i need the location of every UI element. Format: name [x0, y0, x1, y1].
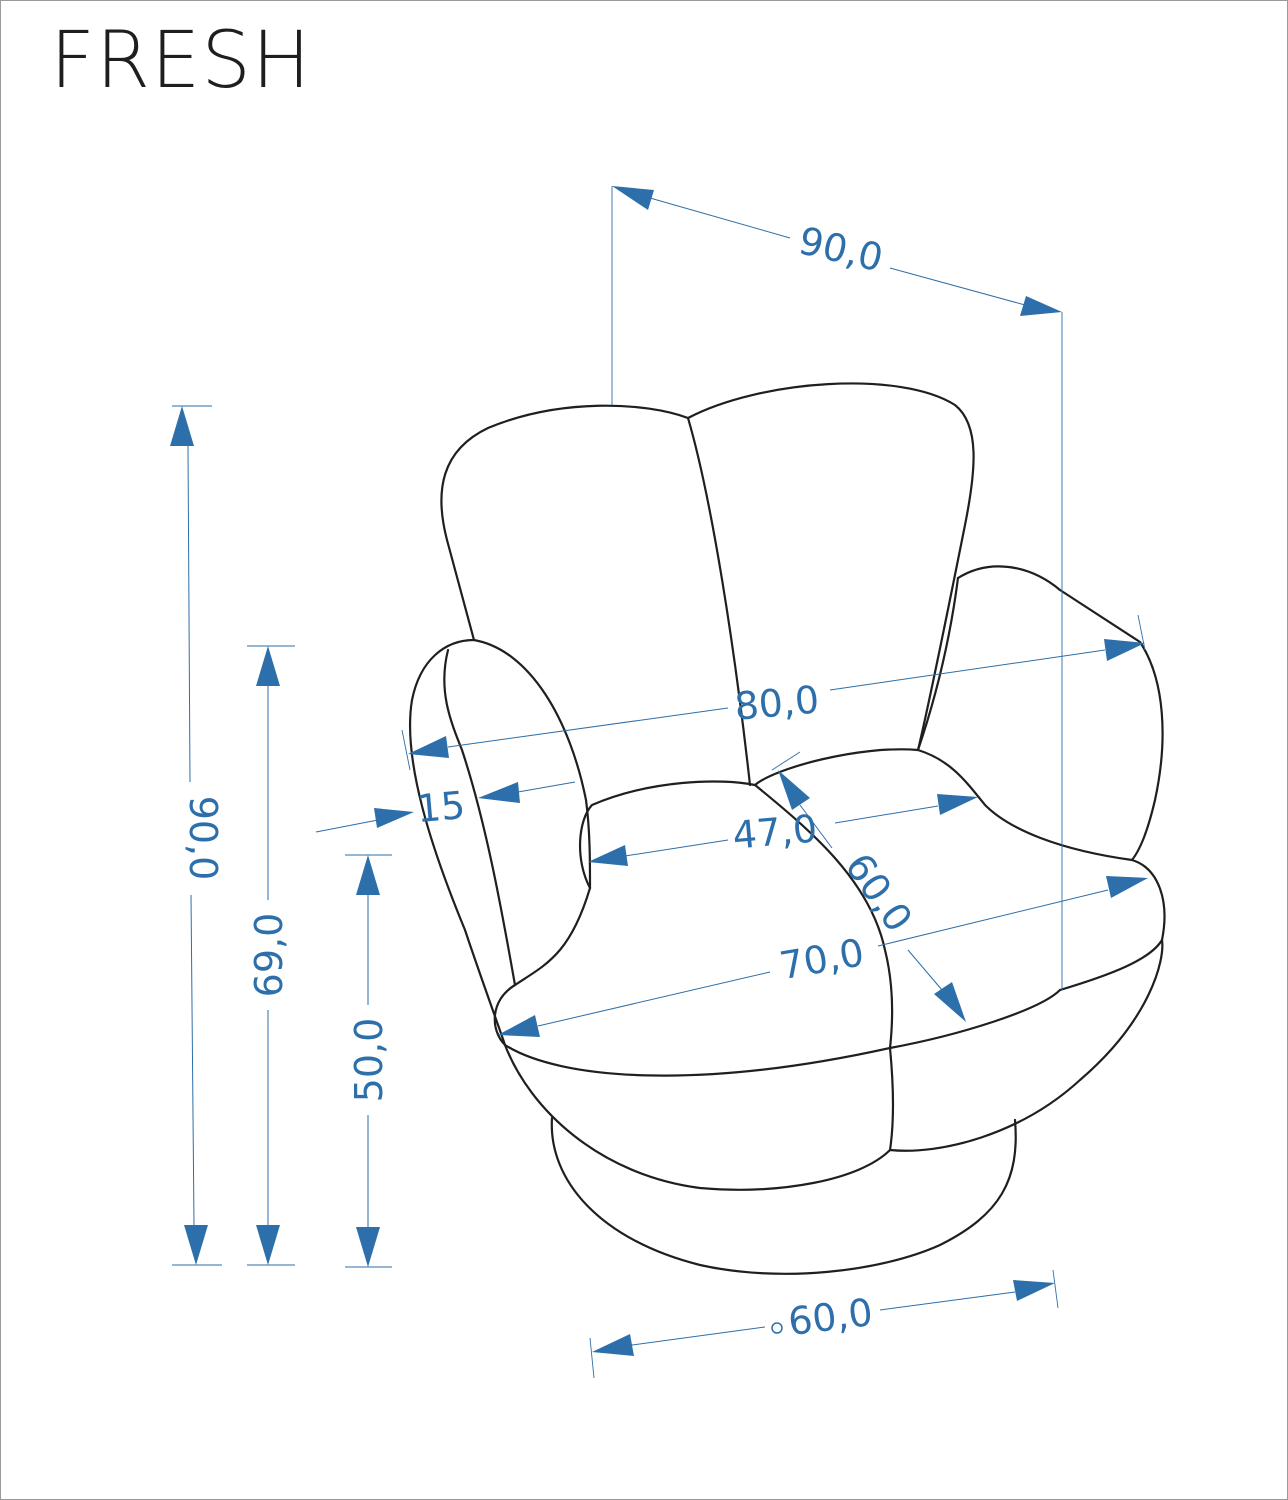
base-ext-right [1052, 1269, 1059, 1309]
seat-arrow-top [356, 855, 380, 895]
width-arrow-left [408, 736, 449, 758]
width-line-a [447, 707, 729, 748]
inner-width-line-b [834, 805, 939, 824]
arm-width-lead-right [517, 781, 576, 793]
right-seat-cushion [753, 748, 1134, 862]
armrest-height-label: 69,0 [247, 913, 291, 998]
chair-bowl [503, 938, 1164, 1191]
width-arrow-right [1104, 639, 1145, 661]
depth-line-a [649, 197, 791, 239]
swivel-base [550, 1116, 1017, 1275]
front-seat-top [493, 886, 1062, 1077]
width-label: 80,0 [733, 677, 821, 728]
depth-arrow-right [1020, 296, 1062, 316]
height-arrow-bottom [184, 1225, 208, 1265]
depth-line-b [889, 267, 1026, 306]
seat-depth-label: 60,0 [836, 845, 921, 940]
base-arrow-left [592, 1334, 634, 1356]
height-line-a [187, 445, 191, 783]
depth-label: 90,0 [795, 218, 887, 280]
arm-width-arrow-right [478, 782, 520, 803]
seat-width-arrow-left [498, 1015, 540, 1037]
dimension-lines: 90,0 90,0 69,0 50,0 [170, 186, 1148, 1379]
inner-width-arrow-right [937, 794, 978, 815]
left-back-petal [440, 404, 752, 787]
armrest-width-label: 15 [415, 783, 467, 831]
arm-width-arrow-left [374, 808, 414, 828]
right-armrest [956, 565, 1166, 992]
bowl-seam [888, 1046, 895, 1152]
base-arrow-right [1013, 1280, 1055, 1301]
seat-width-arrow-right [1106, 876, 1148, 898]
seat-depth-arrow-top [778, 770, 810, 810]
arm-width-lead-left [315, 819, 379, 833]
left-armrest-outer [408, 638, 507, 1047]
inner-width-arrow-left [588, 845, 628, 866]
inner-seat-width-label: 47,0 [731, 806, 819, 857]
arm-arrow-bottom [256, 1225, 280, 1265]
width-line-b [829, 649, 1106, 691]
seat-depth-line-a [799, 804, 833, 849]
height-arrow-top [170, 406, 194, 446]
depth-arrow-left [612, 186, 654, 210]
base-line-b [879, 1291, 1016, 1311]
base-ext-left [589, 1337, 595, 1379]
seat-height-label: 50,0 [347, 1018, 391, 1103]
diameter-symbol-icon [771, 1322, 783, 1334]
seat-width-line-b [877, 889, 1109, 947]
base-line-a [631, 1326, 766, 1346]
seat-width-label: 70,0 [776, 930, 867, 988]
width-ext-right [1137, 614, 1146, 651]
seat-arrow-bottom [356, 1227, 380, 1267]
left-armrest-face [443, 648, 517, 987]
width-ext-left [401, 729, 411, 771]
right-armrest-edge [916, 576, 960, 752]
seat-depth-arrow-bottom [934, 982, 966, 1022]
height-label: 90,0 [181, 796, 225, 881]
left-armrest-inner [472, 638, 592, 890]
chair-outline [408, 382, 1166, 1275]
inner-width-line-a [624, 839, 729, 857]
right-back-petal [686, 382, 975, 752]
seat-depth-line-b [907, 949, 943, 991]
depth2-ext-top [771, 751, 801, 771]
product-title: FRESH [50, 16, 312, 106]
arm-arrow-top [256, 646, 280, 686]
height-line-b [190, 894, 195, 1226]
base-diameter-label: 60,0 [786, 1290, 875, 1344]
seat-width-line-a [537, 971, 771, 1027]
